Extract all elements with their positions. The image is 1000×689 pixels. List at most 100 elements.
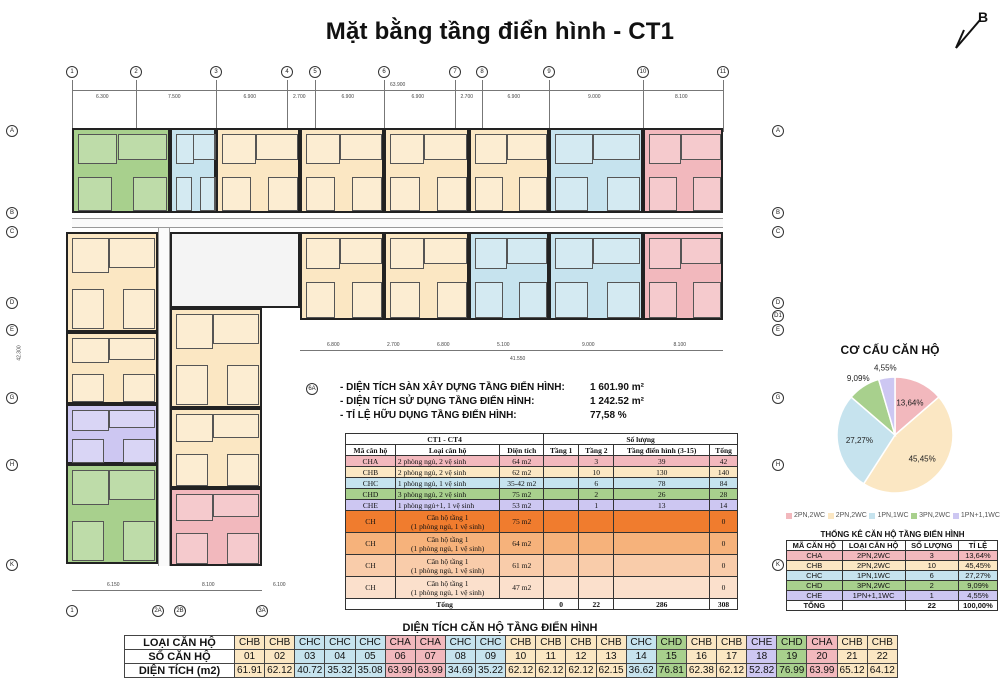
ct-cell-t2: 10 [578, 466, 615, 478]
room-partition [555, 134, 593, 164]
pie-slice [836, 395, 896, 485]
top-dim: 6.900 [341, 94, 355, 100]
grid-col-label: 8 [476, 66, 488, 78]
legend-swatch [827, 512, 834, 519]
grid-line [216, 80, 217, 132]
area-cell-areas: 63.99 [384, 663, 416, 678]
area-cell-numbers: 05 [354, 649, 386, 664]
apartment-unit [66, 332, 158, 404]
room-partition [123, 289, 156, 329]
room-partition [227, 532, 260, 565]
grid-col-label: 4 [281, 66, 293, 78]
area-cell-numbers: 01 [233, 649, 266, 664]
legend-label: 1PN,1WC [877, 512, 909, 519]
room-partition [339, 238, 382, 265]
ct-cell-t1 [543, 455, 580, 467]
ct-cell-type: Căn hộ tầng 1(1 phòng ngủ, 1 vệ sinh) [394, 510, 501, 533]
pie-slice [877, 376, 896, 436]
room-partition [176, 365, 209, 405]
summary-label: - DIỆN TÍCH SÀN XÂY DỰNG TẦNG ĐIỂN HÌNH: [340, 382, 565, 393]
area-cell-types: CHB [233, 635, 266, 650]
area-cell-types: CHD [655, 635, 687, 650]
area-cell-types: CHC [324, 635, 356, 650]
ct-type-line: (1 phòng ngủ, 1 vệ sinh) [410, 521, 485, 531]
ct-type-line: Căn hộ tầng 1 [426, 512, 469, 522]
ct-cell-area: 53 m2 [499, 499, 545, 511]
ct-cell-t2: 2 [578, 488, 615, 500]
area-cell-areas: 62.15 [595, 663, 627, 678]
room-partition [176, 454, 209, 486]
ct-cell-type: 2 phòng ngủ, 2 vệ sinh [394, 455, 501, 467]
ct-cell-code: CH [345, 532, 396, 555]
legend-label: 1PN+1,1WC [960, 512, 1000, 519]
top-dim: 6.900 [243, 94, 257, 100]
ct-cell-area: 75 m2 [499, 510, 545, 533]
stats-cell-count: 10 [904, 560, 959, 571]
ct-cell-total: 28 [709, 488, 738, 500]
area-cell-numbers: 07 [414, 649, 446, 664]
ct-cell-type: 2 phòng ngủ, 2 vệ sinh [394, 466, 501, 478]
ct-cell-t1 [543, 488, 580, 500]
ct-type-line: (1 phòng ngủ, 1 vệ sinh) [410, 587, 485, 597]
area-cell-areas: 76.81 [655, 663, 687, 678]
apartment-unit [549, 232, 643, 320]
summary-row: - DIỆN TÍCH SỬ DỤNG TẦNG ĐIỂN HÌNH:1 242… [340, 395, 670, 409]
area-cell-numbers: 09 [474, 649, 507, 664]
stats-cell-count: 1 [904, 590, 959, 601]
stats-cell-ratio: 13,64% [957, 550, 999, 561]
left-bottom-dim: 6.100 [273, 582, 286, 588]
ct-cell-total: 140 [709, 466, 738, 478]
room-partition [255, 134, 298, 160]
room-partition [78, 176, 113, 211]
room-partition [213, 494, 260, 518]
area-cell-types: CHA [384, 635, 416, 650]
area-cell-types: CHC [444, 635, 477, 650]
room-partition [693, 282, 721, 318]
stats-cell-ratio: 4,55% [957, 590, 999, 601]
room-partition [222, 176, 252, 211]
grid-row-label: H [6, 459, 18, 471]
area-cell-numbers: 15 [655, 649, 687, 664]
grid-line [455, 80, 456, 132]
summary-value: 77,58 % [590, 410, 627, 421]
grid-bottom-label: 1 [66, 605, 78, 617]
area-cell-numbers: 22 [866, 649, 899, 664]
pie-slice [862, 395, 954, 494]
ct-cell-area: 62 m2 [499, 466, 545, 478]
floor-summary: - DIỆN TÍCH SÀN XÂY DỰNG TẦNG ĐIỂN HÌNH:… [340, 381, 670, 423]
ct-cell-code: CHB [345, 466, 396, 478]
area-cell-types: CHB [595, 635, 627, 650]
bottom-dim: 9.000 [582, 342, 595, 348]
room-partition [306, 134, 340, 164]
apartment-unit [66, 464, 158, 564]
room-partition [649, 176, 677, 211]
apartment-unit [300, 128, 384, 213]
grid-row-label: C [6, 226, 18, 238]
grid-row-label: G [6, 392, 18, 404]
area-cell-types: CHD [776, 635, 808, 650]
grid-line [384, 80, 385, 132]
area-cell-areas: 62.12 [715, 663, 748, 678]
stats-cell-ratio: 45,45% [957, 560, 999, 571]
ct-cell-type: Căn hộ tầng 1(1 phòng ngủ, 1 vệ sinh) [394, 576, 501, 599]
total-label: Tổng [344, 598, 545, 610]
room-partition [176, 314, 213, 349]
grid-row-label: D [6, 297, 18, 309]
ct-cell-area: 61 m2 [499, 554, 545, 577]
area-cell-types: CHC [474, 635, 507, 650]
top-dim: 7.500 [168, 94, 181, 100]
room-partition [390, 134, 424, 164]
room-partition [118, 134, 168, 160]
legend-swatch [869, 512, 876, 519]
ct-cell-total: 42 [709, 455, 738, 467]
ct-column-header: Loại căn hộ [394, 444, 501, 456]
area-cell-types: CHB [535, 635, 567, 650]
pie-data-label: 9,09% [847, 374, 870, 383]
ct-column-header: Mã căn hộ [345, 444, 396, 456]
grid-line [72, 80, 73, 132]
